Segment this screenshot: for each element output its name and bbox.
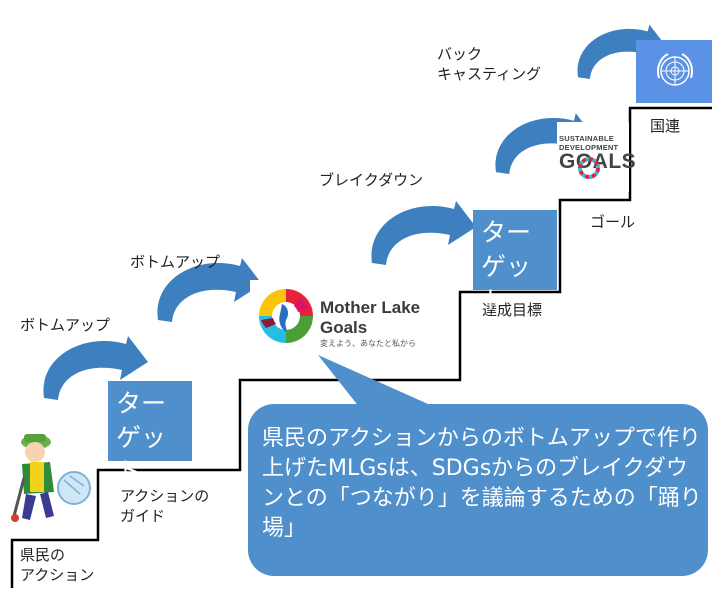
target-lower-line1: ター (116, 389, 167, 418)
label-bottom-up-2: ボトムアップ (130, 253, 221, 271)
sdgs-logo: SUSTAINABLE DEVELOPMENT GOALS (557, 122, 636, 192)
label-backcasting: バック キャスティング (437, 44, 541, 85)
label-backcasting-line2: キャスティング (437, 65, 542, 84)
target-upper-line1: ター (481, 218, 532, 247)
target-box-lower: ター ゲット (108, 381, 192, 486)
callout-text: 県民のアクションからのボトムアップで作り上げたMLGsは、SDGsからのブレイク… (262, 426, 702, 541)
label-backcasting-line1: バック (437, 45, 483, 63)
label-un: 国連 (650, 117, 681, 135)
un-logo (636, 40, 712, 103)
label-breakdown: ブレイクダウン (319, 171, 424, 189)
volunteer-cleaning-illustration (11, 434, 91, 522)
label-citizen-action-line1: 県民の (20, 546, 66, 564)
mlg-logo: Mother Lake Goals 変えよう、あなたと私から (250, 280, 434, 358)
mlg-globe-icon (259, 289, 313, 343)
label-citizen-action: 県民の アクション (20, 545, 94, 586)
label-action-guide: アクションの ガイド (120, 486, 209, 527)
label-action-guide-line1: アクションの (120, 487, 210, 505)
label-citizen-action-line2: アクション (20, 566, 95, 585)
target-upper-line2: ゲット (481, 251, 532, 315)
mlg-title-line1: Mother Lake (320, 298, 421, 317)
mlg-subtitle: 変えよう、あなたと私から (320, 339, 416, 348)
label-bottom-up-1: ボトムアップ (20, 316, 111, 334)
label-goal: ゴール (590, 213, 636, 231)
mlg-title-line2: Goals (320, 317, 368, 337)
target-lower-line2: ゲット (116, 422, 167, 486)
sdgs-line2: DEVELOPMENT (559, 143, 619, 152)
sdgs-line1: SUSTAINABLE (559, 134, 614, 143)
label-action-guide-line2: ガイド (120, 507, 166, 526)
mlg-title: Mother Lake Goals (320, 298, 420, 337)
target-box-upper: ター ゲット (473, 210, 557, 315)
label-achievement-target: 達成目標 (482, 301, 543, 319)
un-emblem-icon (657, 53, 693, 86)
sdgs-wheel-icon (578, 157, 600, 179)
